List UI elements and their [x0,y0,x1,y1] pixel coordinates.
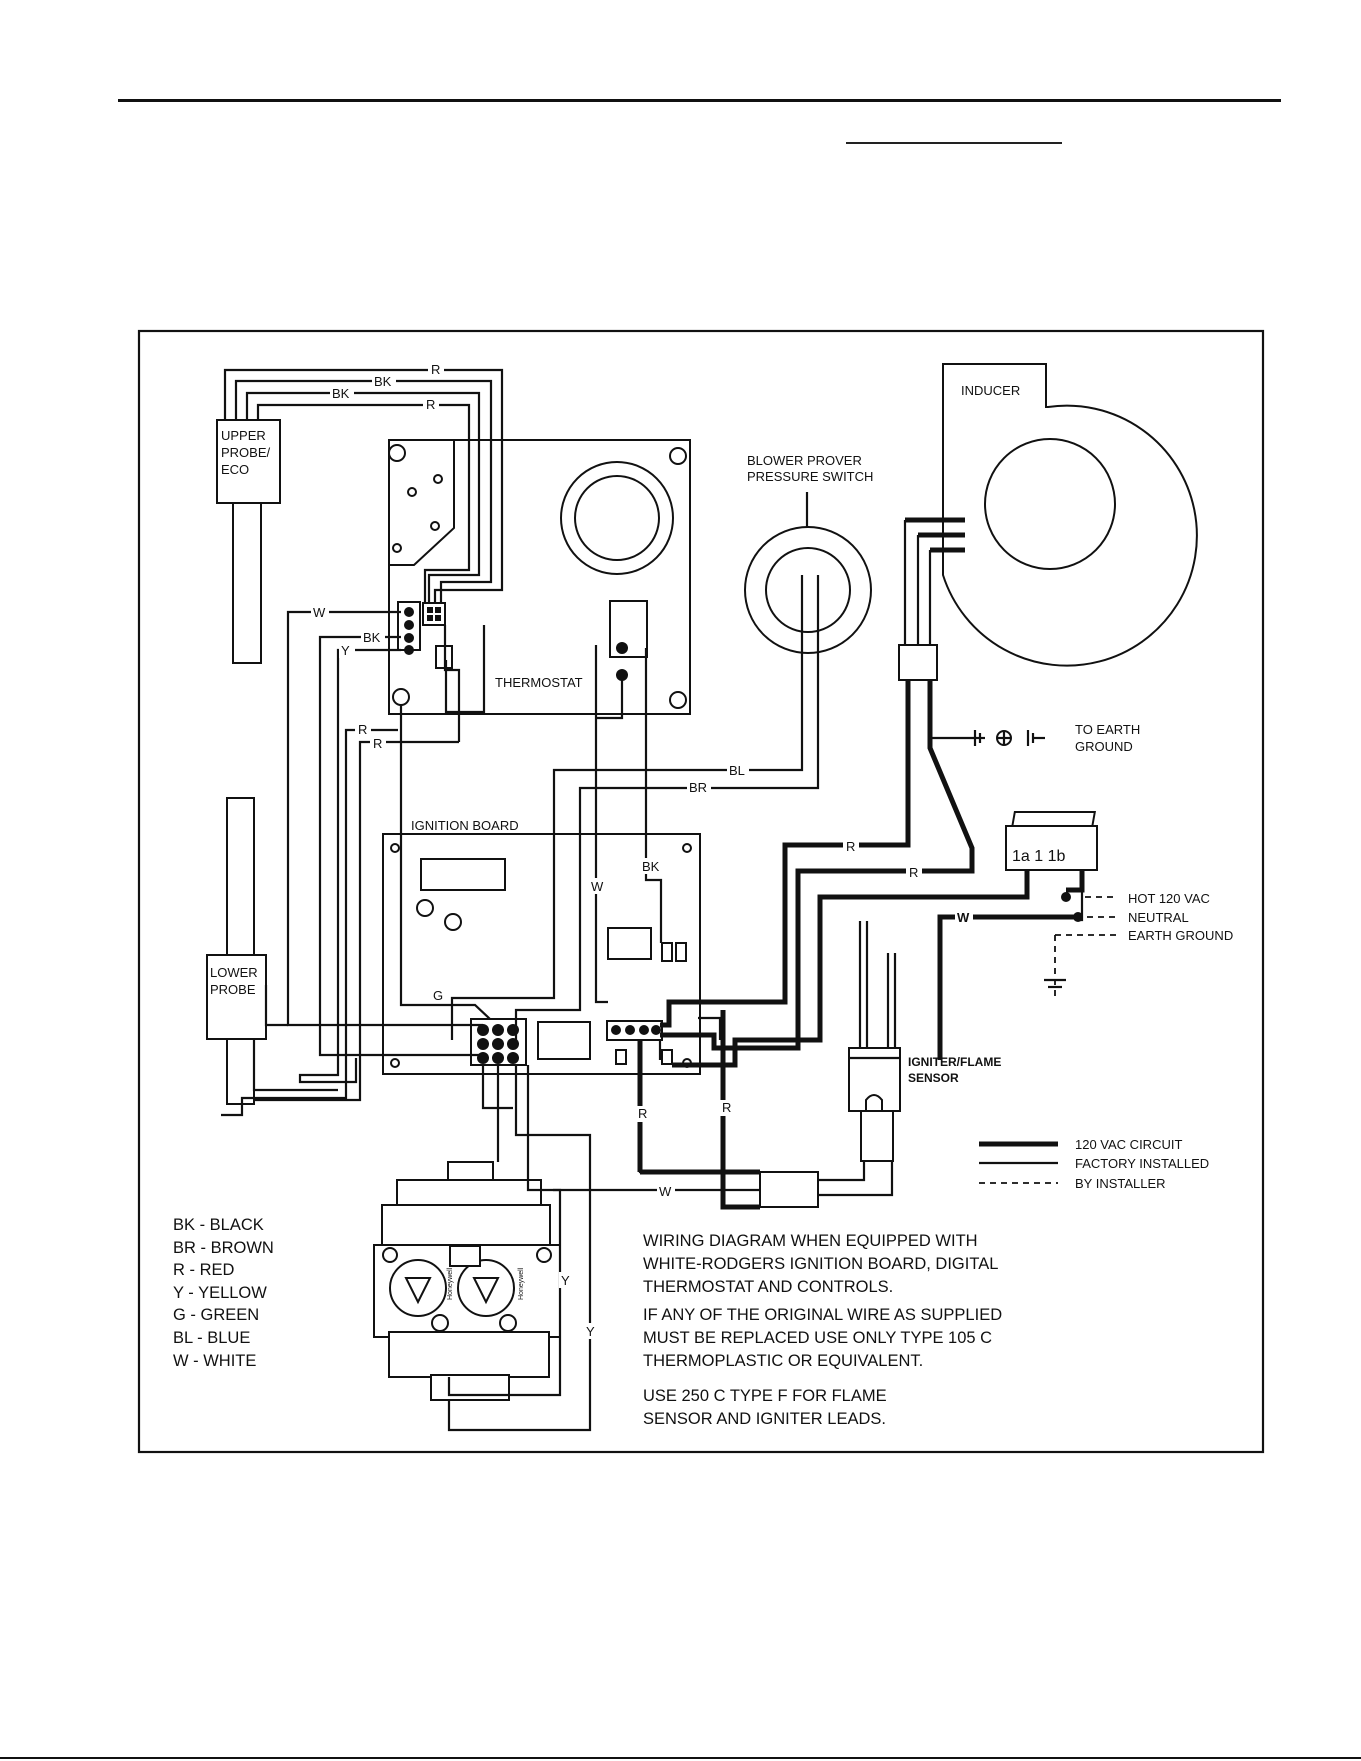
wire-label-bk: BK [642,859,660,874]
wire-label-w: W [659,1184,672,1199]
valve-brand-left: Honeywell [447,1267,454,1300]
color-legend-item: BK - BLACK [173,1216,264,1234]
line-legend: 120 VAC CIRCUIT FACTORY INSTALLED BY INS… [979,1137,1209,1191]
wire-label-y: Y [561,1273,570,1288]
wire-label-w: W [591,879,604,894]
wire-label-r: R [373,736,382,751]
wire-label-bk: BK [363,630,381,645]
color-legend-item: R - RED [173,1261,235,1279]
power-switch [1005,811,1098,871]
ignition-board [382,833,701,1075]
wire-label-r: R [638,1106,647,1121]
thermostat-label: THERMOSTAT [495,675,583,690]
wire-label-y: Y [586,1324,595,1339]
wire-label-g: G [433,988,443,1003]
wire-label-br: BR [689,780,707,795]
factory-wires [221,368,1084,1432]
color-legend-item: BR - BROWN [173,1239,274,1257]
wire-label-bk: BK [332,386,350,401]
inducer-label: INDUCER [961,383,1020,398]
color-legend-item: G - GREEN [173,1306,259,1324]
top-rule [118,99,1281,102]
wire-connector [759,1171,819,1208]
lower-probe [206,797,267,1105]
line-legend-120vac: 120 VAC CIRCUIT [1075,1137,1182,1152]
wire-label-r: R [431,362,440,377]
wire-labels: R BK BK R W BK Y R R G W BK BL BR R R W … [311,361,973,1339]
inducer [898,363,1198,681]
wire-label-bl: BL [729,763,745,778]
wire-label-y: Y [341,643,350,658]
hot-120vac-label: HOT 120 VAC [1128,891,1210,906]
neutral-label: NEUTRAL [1128,910,1189,925]
switch-terminals-label: 1a 1 1b [1012,848,1065,865]
color-legend-item: W - WHITE [173,1352,256,1370]
wire-label-w: W [313,605,326,620]
line-legend-installer: BY INSTALLER [1075,1176,1166,1191]
color-legend-item: BL - BLUE [173,1329,250,1347]
wire-label-r: R [846,839,855,854]
blower-prover-switch [744,492,872,654]
color-legend-item: Y - YELLOW [173,1284,267,1302]
bottom-rule [0,1757,1361,1759]
upper-probe [216,419,281,664]
gas-valve: Honeywell Honeywell [373,1161,561,1401]
diagram-frame [137,329,1265,1454]
wire-label-r: R [722,1100,731,1115]
earth-ground-symbol [973,730,1045,746]
valve-brand-right: Honeywell [518,1267,525,1300]
wire-label-r: R [909,865,918,880]
line-legend-factory: FACTORY INSTALLED [1075,1156,1209,1171]
installer-wires [1044,892,1118,1000]
ignition-board-label: IGNITION BOARD [411,818,519,833]
wire-label-r: R [358,722,367,737]
thermostat [388,439,691,715]
earth-ground-supply-label: EARTH GROUND [1128,928,1233,943]
color-legend: BK - BLACK BR - BROWN R - RED Y - YELLOW… [173,1216,274,1370]
wire-label-w: W [957,910,970,925]
igniter-flame-sensor [848,921,901,1162]
vac-wires [637,517,1085,1210]
header-underline [846,142,1062,144]
wire-label-r: R [426,397,435,412]
wire-label-bk: BK [374,374,392,389]
